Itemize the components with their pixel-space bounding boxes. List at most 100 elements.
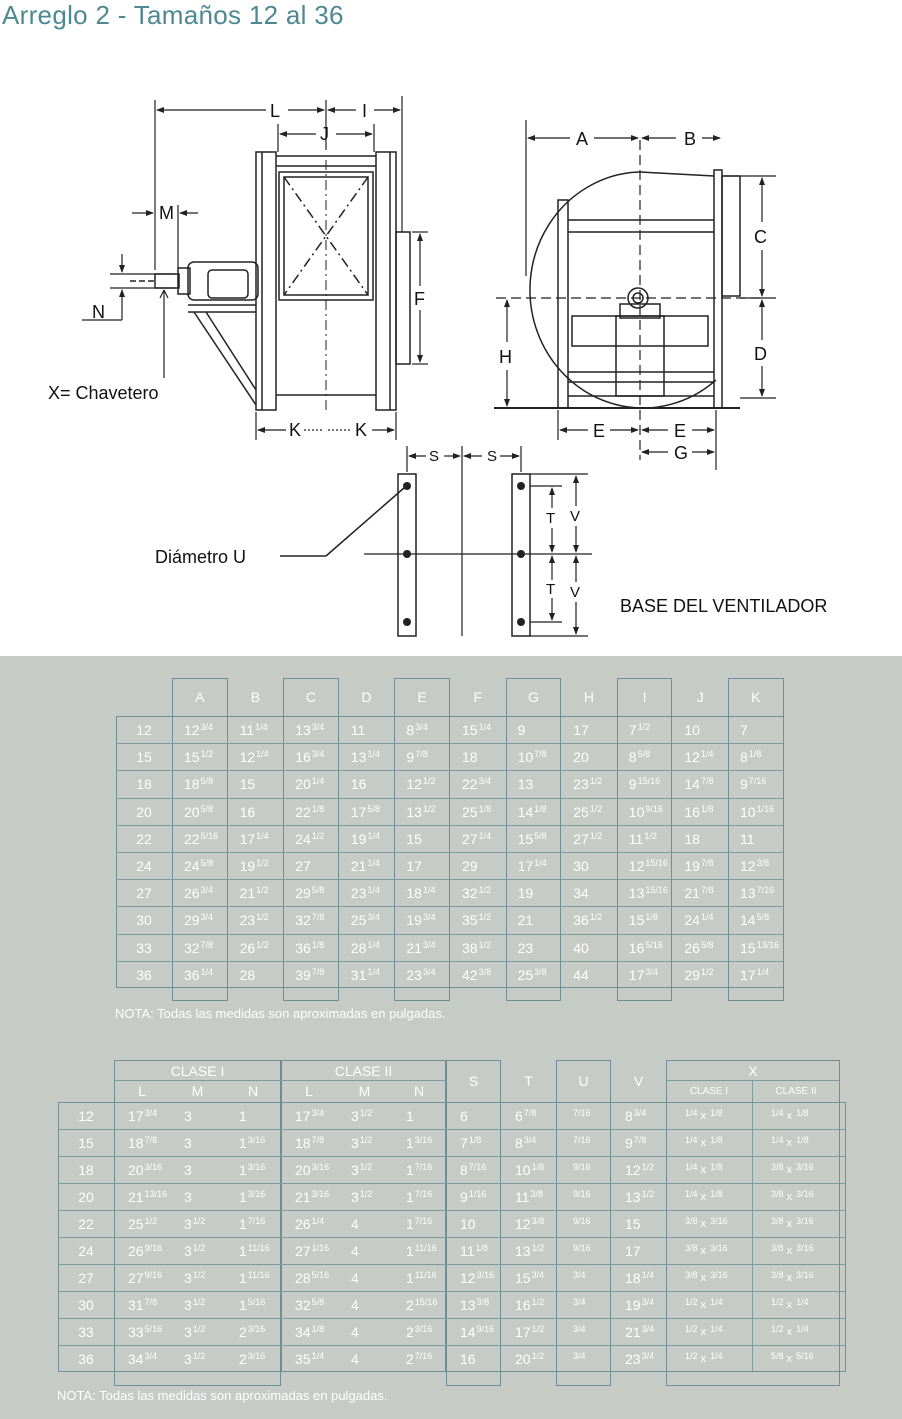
dim-label-s-left: S bbox=[429, 448, 439, 465]
dim-label-j: J bbox=[320, 124, 329, 144]
table2-cell: 17/16 bbox=[406, 1216, 433, 1232]
table2-row-divider bbox=[58, 1264, 846, 1265]
table2-sub-header: T bbox=[524, 1073, 533, 1089]
table1-cell: 361/8 bbox=[295, 939, 325, 956]
table2-cell: 101/8 bbox=[515, 1162, 545, 1178]
table2-cell: 111/8 bbox=[460, 1243, 489, 1259]
table1-cell: 81/8 bbox=[740, 749, 762, 766]
table2-row-divider bbox=[58, 1210, 846, 1211]
table2-row-size: 36 bbox=[78, 1351, 94, 1367]
table2-cell: 203/16 bbox=[295, 1162, 330, 1178]
table2-cell: 3 bbox=[184, 1108, 192, 1124]
table1-col-box bbox=[172, 678, 228, 1001]
table2-sub-header: M bbox=[358, 1083, 371, 1099]
table1-cell: 351/2 bbox=[462, 912, 492, 929]
table1-cell: 155/8 bbox=[517, 830, 547, 847]
table1-cell: 221/8 bbox=[295, 803, 325, 820]
table2-cell: 213/16 bbox=[295, 1189, 330, 1205]
table1-cell: 30 bbox=[573, 858, 589, 874]
table2-cell: 1/4 x 1/8 bbox=[685, 1108, 723, 1122]
table2-cell: 3/4 bbox=[573, 1297, 586, 1307]
table2-cell: 1 bbox=[406, 1108, 414, 1124]
table1-col-header: B bbox=[250, 689, 261, 705]
table1-col-box bbox=[616, 678, 673, 1001]
table2-cell: 23/16 bbox=[239, 1351, 266, 1367]
table2-cell: 1/4 x 1/8 bbox=[685, 1135, 723, 1149]
table1-cell: 915/16 bbox=[628, 776, 661, 793]
table2-sub-header: L bbox=[305, 1083, 313, 1099]
table2-cell: 5/8 x 5/16 bbox=[771, 1351, 814, 1365]
table2-cell: 215/16 bbox=[406, 1297, 438, 1313]
dim-label-s-right: S bbox=[487, 448, 497, 465]
table2-sub-header: N bbox=[413, 1083, 425, 1099]
table1-cell: 123/4 bbox=[184, 722, 214, 738]
dim-label-v-top: V bbox=[570, 508, 580, 525]
table1-row-size: 20 bbox=[136, 803, 152, 820]
table1-cell: 361/2 bbox=[573, 912, 603, 929]
table1-cell: 295/8 bbox=[295, 885, 325, 902]
dim-label-k-right: K bbox=[355, 420, 367, 440]
table1-col-header: C bbox=[305, 689, 317, 705]
table2-row-size: 20 bbox=[78, 1189, 94, 1205]
dim-label-e-right: E bbox=[674, 421, 686, 441]
table1-cell: 423/8 bbox=[462, 966, 492, 983]
table1-row-size: 27 bbox=[136, 885, 152, 902]
table1-col-header: I bbox=[642, 689, 647, 705]
table1-cell: 231/2 bbox=[573, 776, 603, 793]
table2-cell: 203/16 bbox=[128, 1162, 163, 1178]
table1-cell: 111/2 bbox=[628, 830, 657, 847]
table2-cell: 317/8 bbox=[128, 1297, 158, 1313]
table2-cell: 31/2 bbox=[351, 1189, 373, 1205]
table2-col-u bbox=[556, 1060, 611, 1386]
dim-label-a: A bbox=[576, 129, 588, 149]
table1-cell: 251/2 bbox=[573, 803, 603, 820]
table1-cell: 223/4 bbox=[462, 776, 492, 793]
table1-cell: 109/16 bbox=[628, 803, 663, 820]
table1-cell: 44 bbox=[573, 966, 589, 983]
table2-cell: 325/8 bbox=[295, 1297, 325, 1313]
table1-cell: 327/8 bbox=[295, 912, 325, 929]
table2-group-sep bbox=[666, 1080, 840, 1081]
table1-cell: 13 bbox=[517, 776, 534, 793]
table1-cell: 1315/16 bbox=[628, 885, 668, 902]
table2-cell: 71/8 bbox=[460, 1135, 482, 1151]
table2-cell: 87/16 bbox=[460, 1162, 487, 1178]
table2-cell: 149/16 bbox=[460, 1324, 495, 1340]
table2-cell: 15 bbox=[625, 1216, 641, 1232]
table2-cell: 3/4 bbox=[573, 1324, 586, 1334]
table2-sub-header: V bbox=[633, 1073, 644, 1089]
table1-col-header: K bbox=[751, 689, 761, 705]
table1-cell: 10 bbox=[684, 722, 700, 738]
table1-col-header: F bbox=[473, 689, 483, 705]
table1-cell: 171/4 bbox=[239, 830, 269, 847]
table1-cell: 133/4 bbox=[295, 722, 325, 738]
table1-cell: 18 bbox=[684, 830, 700, 847]
table2-cell: 285/16 bbox=[295, 1270, 330, 1286]
dim-label-d: D bbox=[754, 344, 767, 364]
table1-cell: 107/8 bbox=[517, 749, 547, 766]
table2-cell: 1/2 x 1/4 bbox=[685, 1324, 723, 1338]
table1-cell: 141/8 bbox=[517, 803, 547, 820]
table2-cell: 7/16 bbox=[573, 1108, 591, 1118]
dim-label-i: I bbox=[362, 101, 367, 121]
table1-cell: 147/8 bbox=[684, 776, 714, 793]
table2-cell: 23/16 bbox=[406, 1324, 433, 1340]
table1-row-size: 15 bbox=[136, 749, 152, 766]
table1-cell: 121/4 bbox=[239, 749, 269, 766]
table1-row-size: 18 bbox=[136, 776, 152, 793]
table1-note: NOTA: Todas las medidas son aproximadas … bbox=[115, 1006, 446, 1021]
table1-cell: 261/2 bbox=[239, 939, 269, 956]
table2-cell: 3/8 x 3/16 bbox=[771, 1189, 814, 1203]
table2-cell: 9/16 bbox=[573, 1243, 591, 1253]
table1-cell: 16 bbox=[350, 776, 367, 793]
table2-cell: 13/16 bbox=[406, 1135, 433, 1151]
table1-row-size: 12 bbox=[136, 722, 152, 738]
table2-cell: 4 bbox=[351, 1297, 359, 1313]
table1-row-divider bbox=[116, 933, 784, 935]
table2-cell: 16 bbox=[460, 1351, 476, 1367]
table1-cell: 163/4 bbox=[295, 749, 325, 766]
table1-col-box bbox=[505, 678, 562, 1001]
table2-cell: 9/16 bbox=[573, 1216, 591, 1226]
table2-cell: 4 bbox=[351, 1324, 359, 1340]
table2-sub-header: M bbox=[191, 1083, 204, 1099]
